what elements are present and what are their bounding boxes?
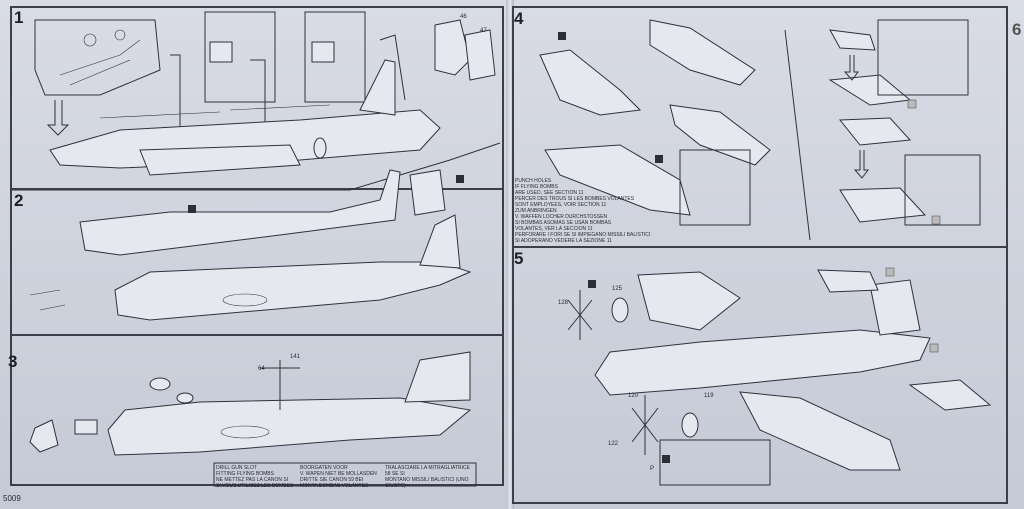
label-119: 119 — [704, 393, 714, 399]
step-number-3: 3 — [8, 352, 18, 371]
step3-note-english-french: DRILL GUN SLOT FITTING FLYING BOMBS NE M… — [216, 465, 294, 489]
label-S: S — [588, 283, 592, 289]
step3-note-dutch-german: BOORGATEN VOOR V. WAPEN NIET BE MOLLASDE… — [300, 465, 377, 489]
label-141: 141 — [290, 354, 301, 360]
label-128: 128 — [558, 300, 569, 306]
step1-drawing — [10, 11, 501, 191]
label-46: 46 — [460, 14, 467, 20]
step3-drawing — [29, 351, 477, 487]
step4-note-punch-holes: PUNCH HOLES IF FLYING BOMBS ARE USED, SE… — [515, 178, 651, 244]
step-number-4: 4 — [514, 9, 524, 28]
label-120: 120 — [628, 393, 639, 399]
step-number-2: 2 — [14, 191, 24, 210]
step3-note-italian: TRALASCIARE LA MITRAGLIATRICE 58 SE SI M… — [385, 465, 470, 489]
step-5-panel — [512, 246, 1008, 504]
label-64: 64 — [258, 366, 265, 372]
step-number-5: 5 — [514, 249, 524, 268]
label-P: P — [650, 466, 654, 472]
step-3-panel — [10, 334, 504, 486]
step-number-1: 1 — [14, 8, 24, 27]
sheet-fold — [506, 0, 514, 509]
step5-drawing — [567, 267, 992, 486]
label-47: 47 — [480, 28, 487, 34]
step-number-6: 6 — [1012, 20, 1022, 39]
step2-drawing — [29, 169, 472, 321]
label-122: 122 — [608, 441, 619, 447]
part-numbers: S P 64 141 46 47 120 119 122 128 125 — [258, 14, 714, 472]
step4-drawing — [539, 19, 981, 241]
label-125: 125 — [612, 286, 623, 292]
sheet-code: 5009 — [3, 494, 21, 503]
